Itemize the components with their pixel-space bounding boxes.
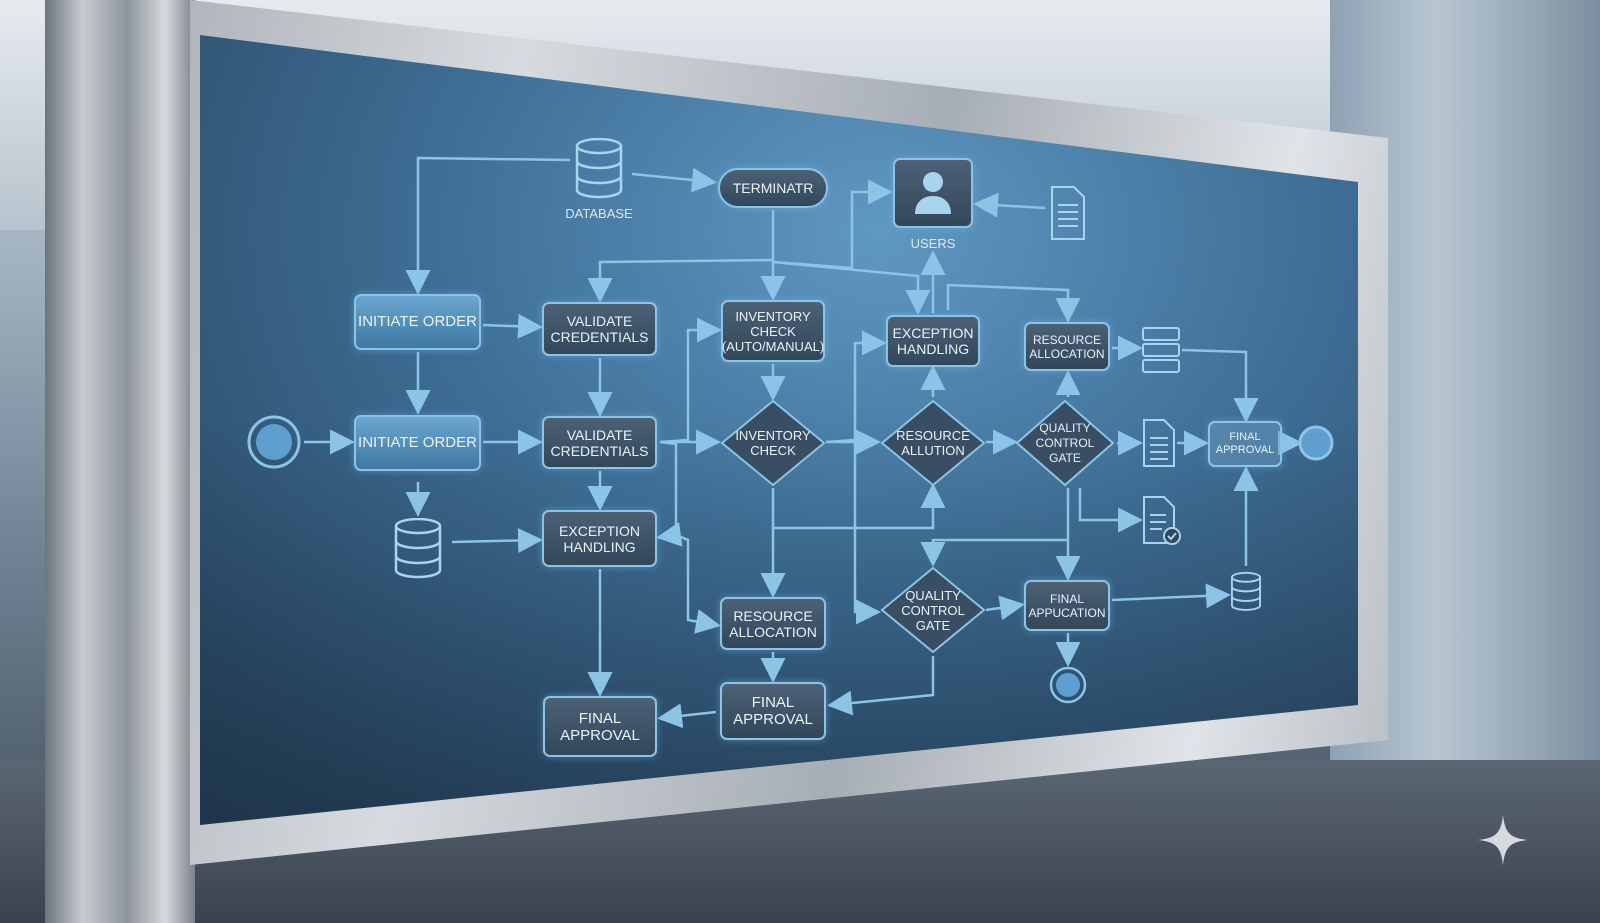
connector-arrow xyxy=(657,703,717,729)
end-node-icon xyxy=(1049,666,1087,704)
document-icon xyxy=(1143,419,1175,467)
terminator-node[interactable]: TERMINATR xyxy=(718,168,828,208)
quality-control-gate-label-2: QUALITY CONTROL GATE xyxy=(901,587,965,633)
connector-arrow xyxy=(482,313,543,339)
validate-credentials-node-2[interactable]: VALIDATE CREDENTIALS xyxy=(542,416,657,469)
connector-arrow xyxy=(451,527,543,553)
initiate-order-node-1[interactable]: INITIATE ORDER xyxy=(354,294,481,350)
resource-allution-decision[interactable]: RESOURCE ALLUTION xyxy=(880,399,986,487)
database-icon xyxy=(575,138,623,199)
connector-arrow xyxy=(773,483,946,530)
resource-allocation-node-2[interactable]: RESOURCE ALLOCATION xyxy=(720,597,826,650)
connector-arrow xyxy=(675,533,721,634)
exception-handling-node-2[interactable]: EXCEPTION HANDLING xyxy=(542,510,657,567)
connector-arrow xyxy=(946,283,1081,323)
inventory-check-decision-label: INVENTORY CHECK xyxy=(735,428,811,458)
connector-arrow xyxy=(920,538,1068,567)
quality-control-gate-decision-1[interactable]: QUALITY CONTROL GATE xyxy=(1015,399,1115,487)
resource-allution-label: RESOURCE ALLUTION xyxy=(896,428,970,458)
users-node[interactable] xyxy=(893,158,973,228)
server-icon xyxy=(1142,327,1180,373)
exception-handling-node-1[interactable]: EXCEPTION HANDLING xyxy=(886,315,980,367)
connector-arrow xyxy=(853,440,881,625)
final-approval-node-mid[interactable]: FINAL APPROVAL xyxy=(720,682,826,740)
final-approval-node-right[interactable]: FINAL APPROVAL xyxy=(1208,421,1282,467)
connector-arrow xyxy=(656,440,683,547)
connector-arrow xyxy=(659,317,722,444)
inventory-check-auto-node[interactable]: INVENTORY CHECK (AUTO/MANUAL) xyxy=(721,300,825,362)
sparkle-icon xyxy=(1478,815,1528,865)
validate-credentials-node-1[interactable]: VALIDATE CREDENTIALS xyxy=(542,302,657,356)
document-check-icon xyxy=(1143,496,1181,545)
end-node-icon xyxy=(1298,425,1334,461)
connector-arrow xyxy=(405,156,571,295)
connector-arrow xyxy=(587,258,774,303)
connector-arrow xyxy=(973,192,1046,218)
inventory-check-decision[interactable]: INVENTORY CHECK xyxy=(720,399,826,487)
steel-column xyxy=(45,0,195,923)
user-icon xyxy=(915,172,951,214)
document-icon xyxy=(1051,186,1085,240)
connector-arrow xyxy=(827,656,935,716)
database-label: DATABASE xyxy=(565,206,633,221)
quality-control-gate-decision-2[interactable]: QUALITY CONTROL GATE xyxy=(880,566,986,654)
start-node-icon xyxy=(247,415,301,469)
final-approval-node-left[interactable]: FINAL APPROVAL xyxy=(543,696,657,757)
resource-allocation-node-1[interactable]: RESOURCE ALLOCATION xyxy=(1024,322,1110,371)
quality-control-gate-label-1: QUALITY CONTROL GATE xyxy=(1035,420,1095,465)
connector-arrow xyxy=(1078,488,1143,533)
initiate-order-node-2[interactable]: INITIATE ORDER xyxy=(354,415,481,471)
database-icon xyxy=(1230,571,1262,611)
connector-arrow xyxy=(825,330,887,444)
connector-arrow xyxy=(1111,583,1231,609)
connector-arrow xyxy=(772,260,931,315)
database-icon xyxy=(394,518,442,579)
final-application-node[interactable]: FINAL APPUCATION xyxy=(1024,580,1110,631)
users-label: USERS xyxy=(910,236,956,251)
connector-arrow xyxy=(631,167,717,193)
connector-arrow xyxy=(1181,348,1259,423)
connector-arrow xyxy=(985,595,1025,621)
